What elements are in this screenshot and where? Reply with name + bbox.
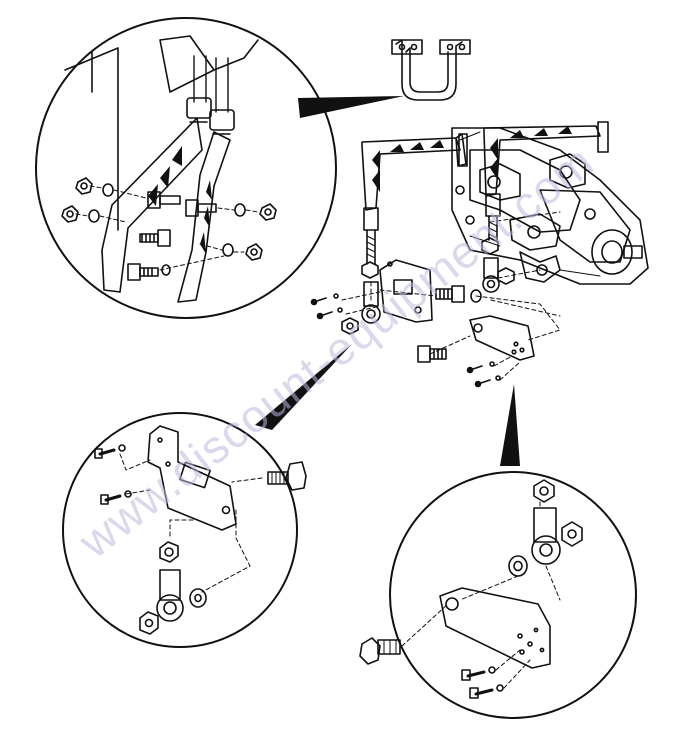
nut-icon	[259, 203, 277, 221]
rod-end-right	[470, 237, 515, 303]
bolt-icon	[267, 461, 307, 491]
bolt-c	[185, 199, 217, 217]
nut-icon	[61, 205, 79, 223]
nut-icon	[245, 243, 263, 261]
rod-end-icon	[139, 541, 207, 635]
linkage-bracket-detail	[35, 17, 337, 319]
callout-pointer-bottom-right	[500, 384, 520, 466]
control-plate-right	[469, 315, 535, 361]
bolt-lower	[417, 345, 447, 363]
pump-assembly	[451, 127, 649, 285]
bolt-icon	[359, 637, 401, 665]
bolt-a	[147, 191, 181, 209]
control-arm-right	[483, 121, 609, 241]
rod-end-left	[341, 261, 381, 335]
screws-right	[466, 361, 501, 388]
callout-pointer-bottom-left	[255, 344, 352, 430]
control-arm-left	[361, 133, 468, 265]
nut-icon	[75, 177, 93, 195]
control-arm-plate-detail	[359, 471, 637, 719]
screw-icon	[94, 444, 126, 459]
u-clamp-detail	[391, 39, 471, 101]
callout-pointer-top	[298, 96, 404, 118]
bolt-mid	[435, 285, 465, 303]
screws-left	[310, 293, 343, 320]
bolt-b	[139, 229, 171, 247]
assembly-dashed-lines	[341, 211, 561, 381]
screw-icon	[100, 490, 132, 505]
screw-icon	[461, 666, 496, 681]
screw-icon	[469, 684, 504, 699]
rod-end-icon	[508, 479, 583, 577]
rod-end-bracket-detail	[62, 412, 307, 648]
bolt-d	[127, 263, 159, 281]
bracket-plate-left	[379, 259, 433, 323]
